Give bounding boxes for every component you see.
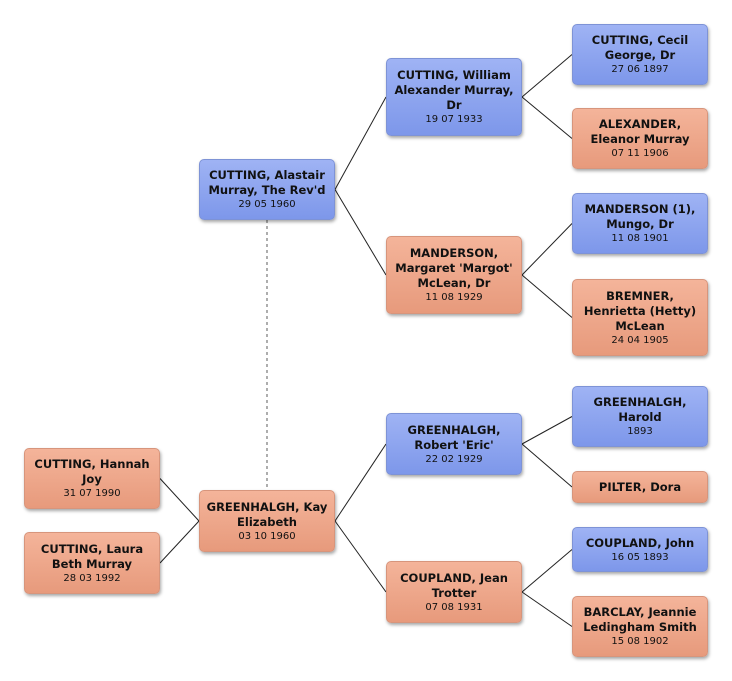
- person-name: MANDERSON (1), Mungo, Dr: [584, 202, 696, 231]
- parent-connector: [521, 443, 573, 488]
- person-date: 16 05 1893: [611, 551, 669, 563]
- person-name: COUPLAND, John: [585, 535, 695, 550]
- parent-connector: [159, 520, 200, 564]
- person-box-dora[interactable]: PILTER, Dora: [572, 471, 708, 503]
- person-date: 03 10 1960: [238, 530, 296, 542]
- person-box-eleanor[interactable]: ALEXANDER, Eleanor Murray 07 11 1906: [572, 108, 708, 169]
- person-name: CUTTING, Hannah Joy: [34, 457, 150, 486]
- parent-connector: [521, 54, 573, 98]
- person-date: 28 03 1992: [63, 572, 121, 584]
- person-name: GREENHALGH, Robert 'Eric': [407, 422, 501, 452]
- parent-connector: [521, 96, 573, 139]
- person-name: CUTTING, Alastair Murray, The Rev'd: [208, 168, 326, 197]
- parent-connector: [521, 416, 573, 445]
- person-date: 07 08 1931: [425, 601, 483, 613]
- person-name: BARCLAY, Jeannie Ledingham Smith: [583, 605, 697, 634]
- person-date: 29 05 1960: [238, 199, 296, 210]
- person-date: 07 11 1906: [611, 148, 669, 159]
- person-date: 31 07 1990: [63, 488, 121, 499]
- person-box-william[interactable]: CUTTING, William Alexander Murray, Dr 19 …: [386, 58, 522, 136]
- person-name: COUPLAND, Jean Trotter: [400, 570, 508, 600]
- person-box-hannah[interactable]: CUTTING, Hannah Joy 31 07 1990: [24, 448, 160, 509]
- person-name: PILTER, Dora: [598, 479, 682, 494]
- parent-connector: [521, 223, 573, 276]
- person-box-cecil[interactable]: CUTTING, Cecil George, Dr 27 06 1897: [572, 24, 708, 85]
- person-name: BREMNER, Henrietta (Hetty) McLean: [583, 288, 697, 333]
- person-box-harold[interactable]: GREENHALGH, Harold 1893: [572, 386, 708, 447]
- person-date: 1893: [627, 426, 653, 437]
- person-box-mungo[interactable]: MANDERSON (1), Mungo, Dr 11 08 1901: [572, 193, 708, 254]
- person-name: ALEXANDER, Eleanor Murray: [590, 117, 690, 146]
- parent-connector: [334, 443, 387, 522]
- person-box-jeannie[interactable]: BARCLAY, Jeannie Ledingham Smith 15 08 19…: [572, 596, 708, 657]
- person-box-alastair[interactable]: CUTTING, Alastair Murray, The Rev'd 29 05…: [199, 159, 335, 220]
- person-box-eric[interactable]: GREENHALGH, Robert 'Eric'22 02 1929: [386, 413, 522, 475]
- person-date: 22 02 1929: [425, 453, 483, 465]
- person-name: CUTTING, William Alexander Murray, Dr: [394, 68, 514, 112]
- person-date: 11 08 1901: [611, 233, 669, 244]
- person-name: MANDERSON, Margaret 'Margot' McLean, Dr: [395, 246, 513, 290]
- parent-connector: [334, 96, 387, 190]
- person-name: CUTTING, Laura Beth Murray: [40, 541, 144, 571]
- person-date: 15 08 1902: [611, 636, 669, 647]
- parent-connector: [521, 274, 573, 318]
- person-name: CUTTING, Cecil George, Dr: [591, 33, 689, 62]
- parent-connector: [521, 549, 573, 593]
- person-date: 19 07 1933: [425, 114, 483, 125]
- parent-connector: [159, 478, 200, 522]
- person-box-margaret[interactable]: MANDERSON, Margaret 'Margot' McLean, Dr 1…: [386, 236, 522, 314]
- person-date: 27 06 1897: [611, 64, 669, 75]
- parent-connector: [334, 520, 387, 593]
- parent-connector: [521, 591, 573, 627]
- person-date: 11 08 1929: [425, 292, 483, 303]
- parent-connector: [334, 189, 387, 276]
- person-name: GREENHALGH, Kay Elizabeth: [206, 499, 328, 529]
- person-date: 24 04 1905: [611, 334, 669, 346]
- person-name: GREENHALGH, Harold: [593, 395, 687, 424]
